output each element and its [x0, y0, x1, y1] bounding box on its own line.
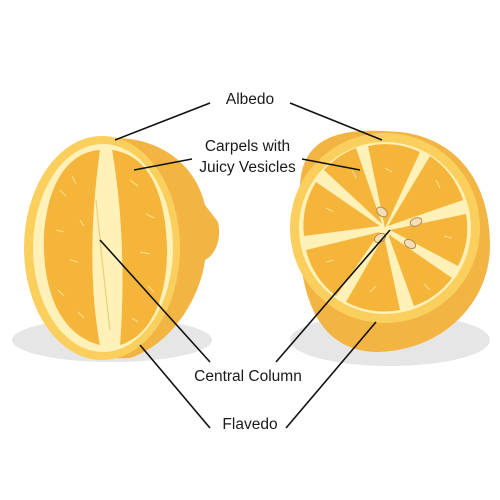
left-lemon [24, 136, 220, 360]
central-column-leader-left [99, 239, 211, 363]
left-lemon-column-vein [95, 199, 111, 331]
central-column-leader-right [275, 229, 391, 363]
label-carpels-line1: Carpels with [204, 138, 291, 155]
flavedo-leader-left [139, 344, 211, 429]
label-flavedo: Flavedo [222, 416, 278, 433]
albedo-leader-right [289, 102, 383, 141]
carpels-leader-right [301, 158, 361, 171]
right-lemon-vesicles [325, 167, 453, 293]
label-albedo: Albedo [225, 91, 275, 108]
left-lemon-carpel [43, 150, 100, 345]
carpels-leader-left [133, 158, 193, 171]
left-lemon-vesicles [55, 175, 155, 323]
left-lemon-carpel [112, 150, 168, 345]
label-central-column: Central Column [194, 368, 302, 385]
albedo-leader-left [114, 102, 211, 141]
label-carpels-line2: Juicy Vesicles [199, 159, 296, 176]
right-lemon [290, 130, 490, 352]
flavedo-leader-right [285, 321, 377, 429]
